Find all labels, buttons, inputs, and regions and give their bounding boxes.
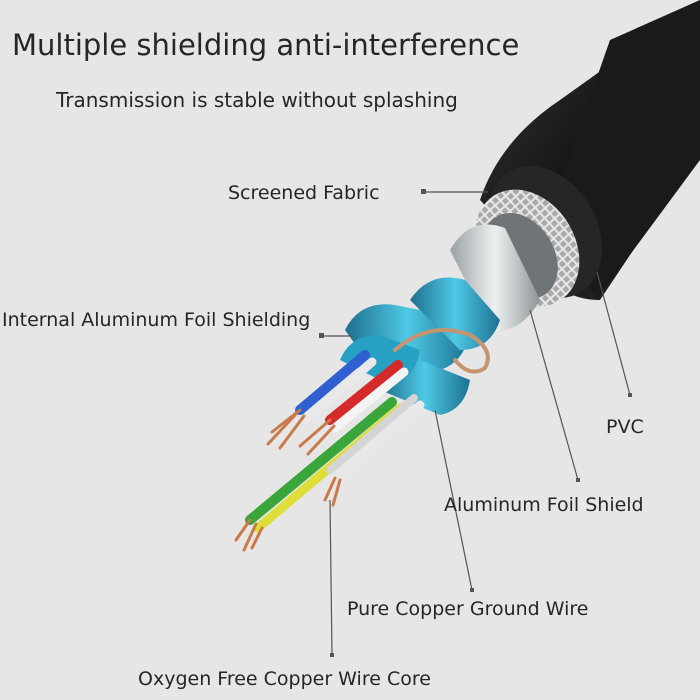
label-ground-wire: Pure Copper Ground Wire: [347, 598, 589, 620]
copper-wire-cores: [234, 408, 342, 552]
leader-dots: [319, 189, 632, 657]
label-wire-core: Oxygen Free Copper Wire Core: [138, 668, 431, 690]
page-title: Multiple shielding anti-interference: [12, 28, 520, 62]
page-subtitle: Transmission is stable without splashing: [56, 88, 458, 112]
label-pvc: PVC: [606, 416, 644, 438]
aluminum-foil-shield-layer: [450, 224, 540, 331]
leader-lines: [322, 191, 631, 656]
label-aluminum-foil-shield: Aluminum Foil Shield: [444, 494, 644, 516]
label-internal-foil: Internal Aluminum Foil Shielding: [2, 309, 311, 331]
label-screened-fabric: Screened Fabric: [228, 182, 380, 204]
color-coded-wires: [245, 328, 490, 533]
